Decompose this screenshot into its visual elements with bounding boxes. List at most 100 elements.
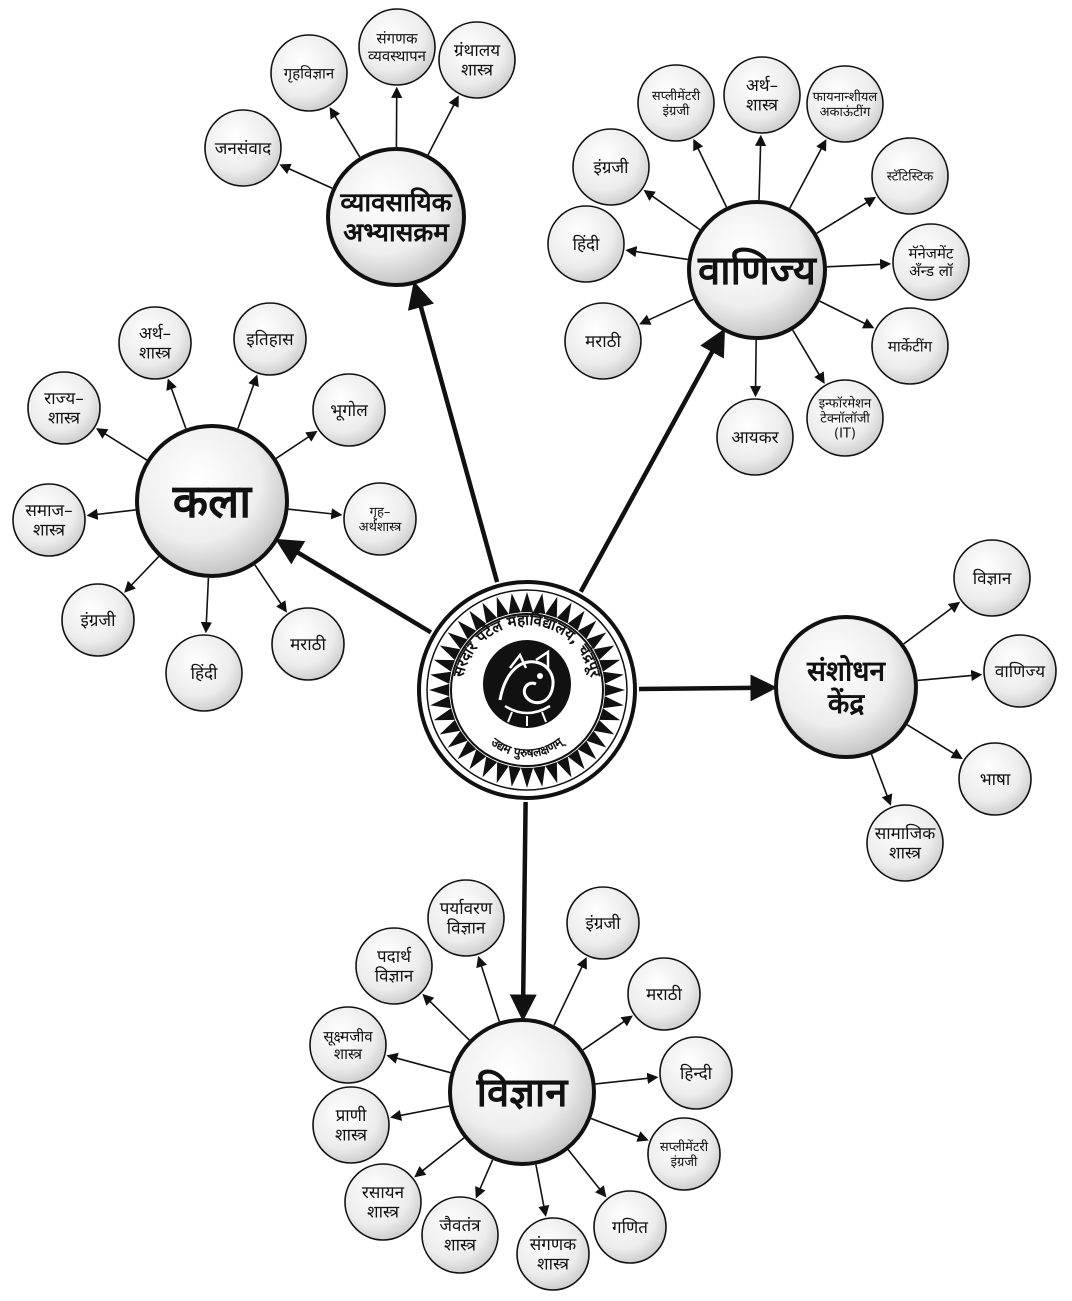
- seal-ray: [447, 632, 468, 650]
- subject-node[interactable]: हिन्दी: [659, 1036, 733, 1110]
- hub-label-line: कला: [172, 474, 254, 528]
- subject-node[interactable]: मराठी: [271, 607, 345, 681]
- subject-label-line: रसायन: [362, 1183, 405, 1203]
- subject-node[interactable]: इतिहास: [233, 302, 307, 376]
- subject-node[interactable]: मराठी: [564, 302, 642, 380]
- subject-node[interactable]: इन्फॉरमेशनटेक्नॉलॉजी(IT): [806, 379, 884, 457]
- arrow-vyavsayik-child: [329, 107, 361, 158]
- subject-node[interactable]: मॅनेजमेंटअँन्ड लॉ: [892, 223, 970, 301]
- subject-circle: [564, 302, 642, 380]
- subject-label-line: शास्त्र: [367, 1203, 400, 1223]
- subject-label-line: हिंदी: [191, 663, 218, 684]
- subject-label-line: शास्त्र: [139, 344, 172, 364]
- arrow-vigyan-child: [476, 955, 501, 1022]
- arrow-vyavsayik-child: [279, 163, 333, 189]
- subject-node[interactable]: मराठी: [627, 957, 701, 1031]
- seal-ray: [567, 610, 585, 631]
- subject-circle: [421, 1196, 499, 1274]
- subject-circle: [271, 607, 345, 681]
- seal-ray: [593, 719, 615, 735]
- seal-ray: [469, 610, 487, 631]
- subject-node[interactable]: हिंदी: [165, 634, 243, 712]
- subject-circle: [806, 65, 884, 143]
- subject-label-line: गणित: [612, 1217, 648, 1238]
- seal-ray: [556, 602, 572, 624]
- subject-label-line: अर्थ–: [139, 323, 171, 344]
- hub-sanshodhan[interactable]: संशोधनकेंद्र: [774, 615, 918, 759]
- hub-vyavsayik[interactable]: व्यावसायिकअभ्यासक्रम: [326, 147, 466, 287]
- subject-node[interactable]: इंग्रजी: [572, 128, 650, 206]
- seal-ray: [533, 593, 546, 615]
- arrow-to-sanshodhan: [638, 674, 778, 702]
- subject-node[interactable]: मार्केटींग: [871, 307, 949, 385]
- subject-circle: [627, 957, 701, 1031]
- arrow-kala-child: [288, 508, 343, 520]
- arrow-vigyan-child: [475, 1159, 494, 1199]
- subject-label-line: इंग्रजी: [81, 610, 117, 631]
- subject-node[interactable]: सूक्ष्मजीवशास्त्र: [309, 1006, 387, 1084]
- hub-circle: [135, 424, 289, 578]
- subject-node[interactable]: प्राणीशास्त्र: [312, 1086, 390, 1164]
- subject-label-line: इंग्रजी: [663, 103, 690, 119]
- subject-node[interactable]: वाणिज्य: [983, 634, 1057, 708]
- seal-ray: [586, 632, 607, 650]
- subject-label-line: स्टॅटिस्टिक: [887, 169, 935, 185]
- subject-node[interactable]: आयकर: [716, 398, 794, 476]
- subject-circle: [309, 1006, 387, 1084]
- subject-node[interactable]: स्टॅटिस्टिक: [871, 137, 949, 215]
- seal-ray: [457, 620, 477, 640]
- subject-node[interactable]: गृह–अर्थशास्त्र: [343, 482, 417, 556]
- subject-circle: [716, 398, 794, 476]
- subject-node[interactable]: समाज–शास्त्र: [12, 483, 86, 557]
- seal-ray: [433, 659, 455, 672]
- seal-ray: [457, 740, 477, 760]
- arrow-vigyan-child: [553, 957, 587, 1026]
- subject-node[interactable]: सप्लीमेंटरीइंग्रजी: [637, 64, 715, 142]
- hub-vanijya[interactable]: वाणिज्य: [687, 200, 827, 340]
- subject-node[interactable]: पदार्थविज्ञान: [355, 927, 433, 1005]
- subject-node[interactable]: जनसंवाद: [204, 109, 282, 187]
- subject-node[interactable]: इंग्रजी: [566, 886, 640, 960]
- arrow-vanijya-child: [826, 258, 892, 270]
- arrow-to-vyavsayik: [407, 281, 500, 583]
- subject-node[interactable]: हिंदी: [547, 205, 625, 283]
- subject-label-line: वाणिज्य: [995, 661, 1046, 682]
- arrow-vigyan-child: [535, 1164, 550, 1217]
- subject-node[interactable]: भाषा: [958, 742, 1032, 816]
- subject-label-line: प्राणी: [336, 1105, 367, 1126]
- arrow-vanijya-child: [750, 339, 762, 398]
- seal-ray: [520, 767, 534, 788]
- subject-node[interactable]: गृहविज्ञान: [270, 34, 348, 112]
- subject-node[interactable]: अर्थ–शास्त्र: [723, 56, 801, 134]
- subject-label-line: अकाऊंटींग: [820, 104, 871, 120]
- arrow-vigyan-child: [567, 1149, 607, 1198]
- subject-node[interactable]: ग्रंथालयशास्त्र: [438, 21, 516, 99]
- subject-node[interactable]: जैवतंत्रशास्त्र: [421, 1196, 499, 1274]
- arrow-vigyan-child: [590, 1117, 649, 1142]
- hub-kala[interactable]: कला: [135, 424, 289, 578]
- subject-circle: [871, 307, 949, 385]
- seal-ray: [508, 593, 521, 615]
- arrow-vanijya-child: [819, 300, 875, 329]
- subject-label-line: इंग्रजी: [594, 157, 630, 178]
- hub-vigyan[interactable]: विज्ञान: [448, 1018, 596, 1166]
- subject-node[interactable]: गणित: [593, 1190, 667, 1264]
- subject-node[interactable]: सप्लीमेंटरीइंग्रजी: [647, 1117, 721, 1191]
- arrow-vanijya-child: [693, 138, 728, 208]
- subject-node[interactable]: राज्य–शास्त्र: [27, 371, 101, 445]
- hub-label-line: अभ्यासक्रम: [343, 218, 450, 248]
- subject-circle: [270, 34, 348, 112]
- subject-node[interactable]: अर्थ–शास्त्र: [118, 306, 192, 380]
- subject-circle: [958, 742, 1032, 816]
- subject-node[interactable]: भूगोल: [312, 373, 386, 447]
- subject-node[interactable]: सामाजिकशास्त्र: [866, 804, 944, 882]
- arrow-vanijya-child: [789, 139, 827, 209]
- subject-node[interactable]: विज्ञान: [953, 539, 1031, 617]
- subject-node[interactable]: इंग्रजी: [61, 583, 135, 657]
- hub-label-line: केंद्र: [827, 687, 866, 720]
- subject-node[interactable]: रसायनशास्त्र: [344, 1163, 422, 1241]
